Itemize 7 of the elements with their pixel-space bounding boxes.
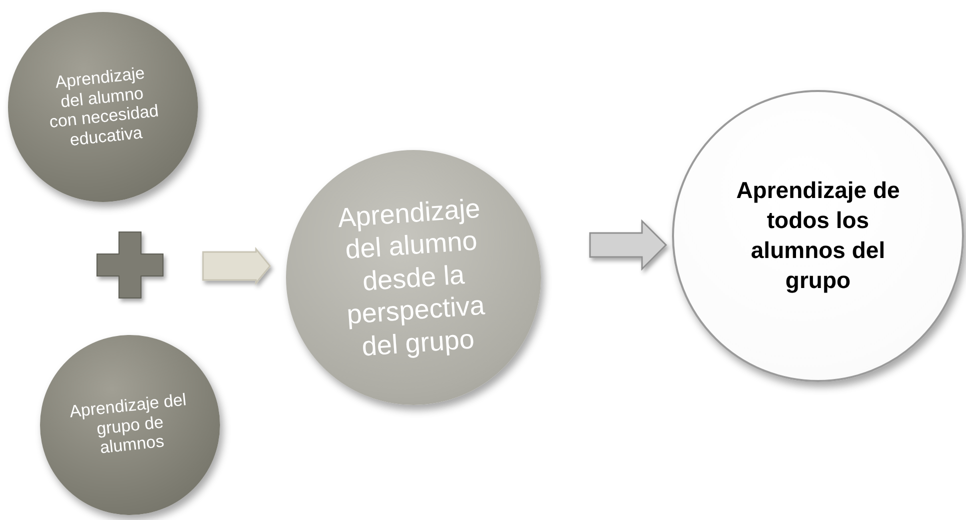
node-label: Aprendizaje de todos los alumnos del grupo (735, 176, 901, 295)
block-arrow (202, 246, 271, 286)
node-label: Aprendizaje del grupo de alumnos (68, 390, 188, 459)
node-label: Aprendizaje del alumno con necesidad educativa (47, 62, 160, 152)
node-label: Aprendizaje del alumno desde la perspectiva del grupo (336, 192, 487, 363)
block-arrow (589, 219, 668, 271)
plus-symbol (97, 232, 163, 298)
